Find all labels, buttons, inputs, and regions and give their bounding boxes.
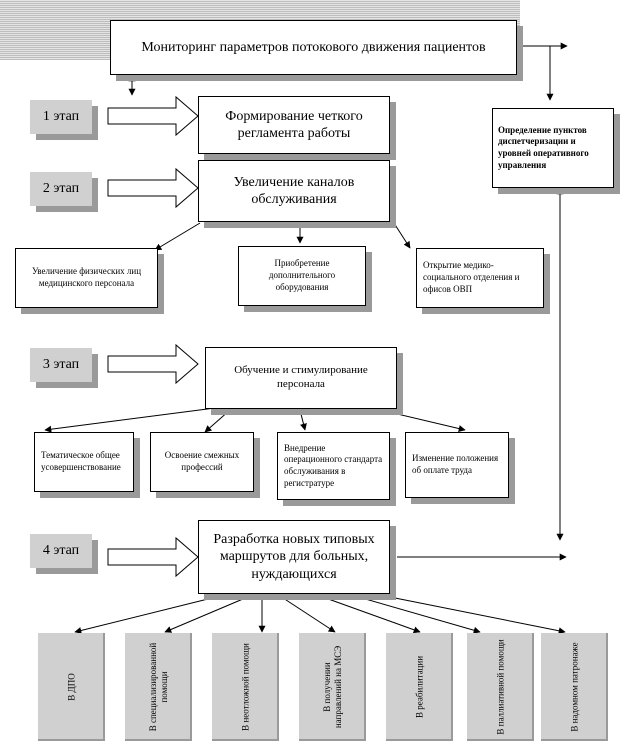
stage3-child-1-text: Тематическое общее усовершенствование <box>41 450 121 472</box>
stage2-child-1-text: Увеличение физических лиц медицинского п… <box>31 266 142 288</box>
stage-4-label: 4 этап <box>30 534 92 568</box>
stage3-child-4-text: Изменение положения об оплате труда <box>412 453 499 475</box>
route-column-rehab: В реабилитации <box>386 633 453 741</box>
stage-1-text: Формирование четкого регламента работы <box>225 108 363 142</box>
stage2-child-2: Приобретение дополнительного оборудовани… <box>238 246 366 306</box>
monitoring-box: Мониторинг параметров потокового движени… <box>110 20 517 75</box>
route-column-mse: В получении направлений на МСЭ <box>299 633 366 741</box>
stage-1-label: 1 этап <box>30 100 92 134</box>
stage3-arrow <box>107 343 199 385</box>
stage3-child-3-text: Внедрение операционного стандарта обслуж… <box>284 442 383 488</box>
stage2-child-3: Открытие медико-социального отделения и … <box>416 248 544 308</box>
stage-2-box: Увеличение каналов обслуживания <box>198 160 390 222</box>
route-column-emergency-text: В неотложной помощи <box>240 643 251 731</box>
stage3-child-3: Внедрение операционного стандарта обслуж… <box>277 432 390 500</box>
monitoring-label: Мониторинг параметров потокового движени… <box>141 39 486 55</box>
route-column-palliative-text: В паллиативной помощи <box>495 639 506 735</box>
stage3-child-1: Тематическое общее усовершенствование <box>34 432 134 492</box>
stage3-child-2-text: Освоение смежных профессий <box>164 450 240 472</box>
route-column-dpo-text: В ДПО <box>66 673 77 701</box>
stage-3-text: Обучение и стимулирование персонала <box>234 364 368 390</box>
dispatch-label: Определение пунктов диспетчеризации и ур… <box>498 124 589 170</box>
route-column-specialized: В специализированной помощи <box>125 633 192 741</box>
stage2-child-1: Увеличение физических лиц медицинского п… <box>15 248 158 308</box>
route-column-rehab-text: В реабилитации <box>414 655 425 719</box>
stage-4-box: Разработка новых типовых маршрутов для б… <box>198 520 390 594</box>
stage-3-box: Обучение и стимулирование персонала <box>205 347 397 409</box>
stage1-arrow <box>107 95 199 137</box>
stage2-child-2-text: Приобретение дополнительного оборудовани… <box>268 258 336 292</box>
route-column-specialized-text: В специализированной помощи <box>147 642 169 732</box>
stage-2-label: 2 этап <box>30 172 92 206</box>
route-column-emergency: В неотложной помощи <box>212 633 279 741</box>
route-column-home: В надомном патронаже <box>541 633 608 741</box>
stage3-child-4: Изменение положения об оплате труда <box>405 432 509 498</box>
stage-2-text: Увеличение каналов обслуживания <box>233 174 355 208</box>
route-column-home-text: В надомном патронаже <box>569 642 580 732</box>
route-column-dpo: В ДПО <box>38 633 105 741</box>
stage4-arrow <box>107 536 199 578</box>
route-column-mse-text: В получении направлений на МСЭ <box>321 645 343 729</box>
dispatch-box: Определение пунктов диспетчеризации и ур… <box>492 108 614 188</box>
stage-4-text: Разработка новых типовых маршрутов для б… <box>213 531 375 582</box>
stage2-arrow <box>107 167 199 209</box>
stage2-child-3-text: Открытие медико-социального отделения и … <box>423 260 520 294</box>
route-column-palliative: В паллиативной помощи <box>467 633 534 741</box>
stage-1-box: Формирование четкого регламента работы <box>198 96 390 154</box>
stage3-child-2: Освоение смежных профессий <box>150 432 254 492</box>
stage-3-label: 3 этап <box>30 348 92 382</box>
